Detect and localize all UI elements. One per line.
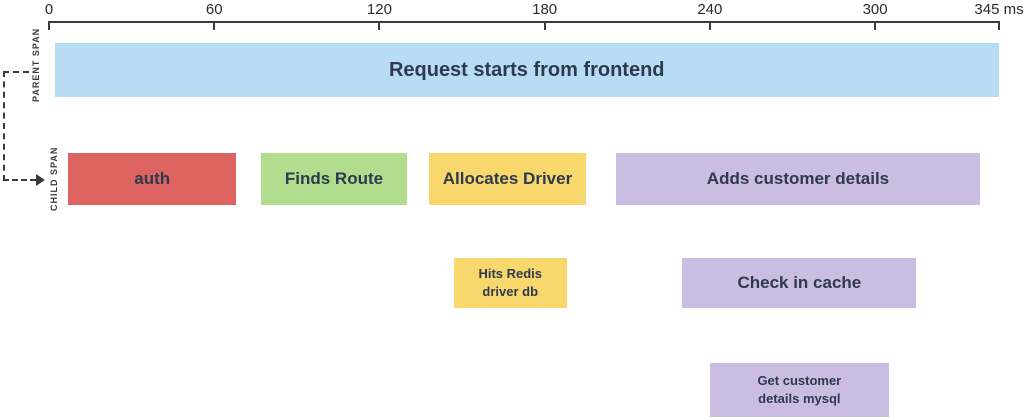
axis-tick-label-120: 120	[366, 1, 392, 18]
connector-line-top	[3, 71, 29, 73]
span-auth: auth	[68, 153, 237, 205]
arrow-right-icon	[36, 174, 45, 186]
axis-tick-345	[998, 21, 1000, 30]
connector-line-bottom	[3, 179, 36, 181]
axis-tick-300	[874, 21, 877, 30]
axis-tick-240	[708, 21, 711, 30]
span-finds-route: Finds Route	[261, 153, 407, 205]
axis-tick-label-180: 180	[532, 1, 558, 18]
span-allocates-driver: Allocates Driver	[429, 153, 586, 205]
axis-tick-label-240: 240	[697, 1, 723, 18]
child-span-label: CHILD SPAN	[49, 146, 59, 212]
axis-tick-120	[378, 21, 381, 30]
axis-tick-label-60: 60	[205, 1, 223, 18]
axis-tick-label-345: 345 ms	[974, 1, 1024, 18]
axis-tick-180	[543, 21, 546, 30]
time-axis-line	[49, 21, 999, 23]
span-hits-redis-driver-db: Hits Redis driver db	[453, 258, 567, 308]
connector-line-vertical	[3, 71, 5, 181]
axis-tick-60	[213, 21, 216, 30]
span-get-customer-details-mysql: Get customer details mysql	[709, 363, 889, 417]
axis-tick-label-0: 0	[44, 1, 54, 18]
axis-tick-label-300: 300	[862, 1, 888, 18]
axis-tick-0	[48, 21, 50, 30]
span-adds-customer-details: Adds customer details	[616, 153, 980, 205]
span-check-in-cache: Check in cache	[682, 258, 917, 308]
parent-span-label: PARENT SPAN	[31, 27, 41, 102]
span-request-starts-from-frontend: Request starts from frontend	[54, 43, 999, 97]
